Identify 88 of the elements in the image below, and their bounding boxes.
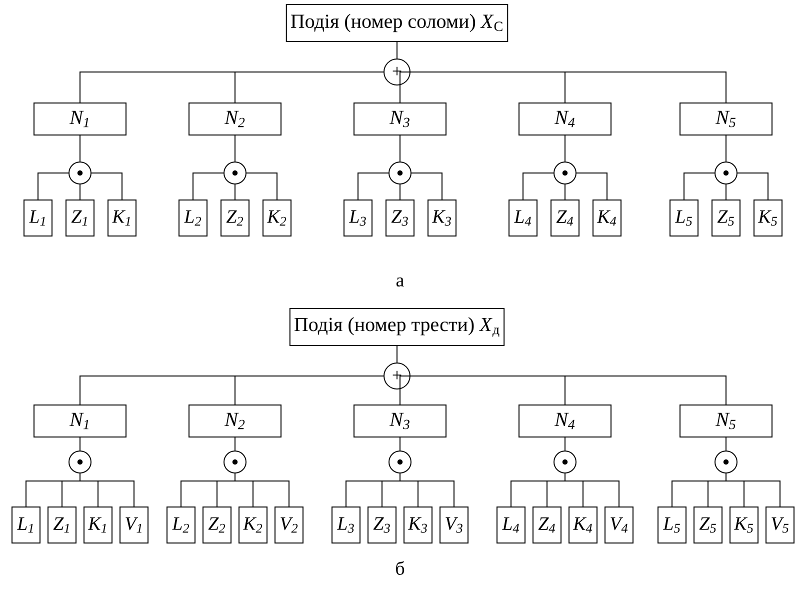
factor-box: Z$_{4}$ bbox=[550, 200, 580, 236]
connector-line bbox=[410, 376, 726, 405]
event-box: N$_{1}$ bbox=[34, 404, 126, 438]
factor-box: V$_{2}$ bbox=[274, 506, 304, 544]
event-box: N$_{3}$ bbox=[354, 102, 446, 136]
connector-line bbox=[192, 172, 224, 200]
factor-box: L$_{1}$ bbox=[12, 506, 40, 544]
factor-box: K$_{1}$ bbox=[84, 506, 112, 544]
factor-box: Z$_{2}$ bbox=[202, 506, 232, 544]
event-box: N$_{2}$ bbox=[188, 102, 282, 136]
connector-line bbox=[234, 473, 290, 507]
factor-box: L$_{3}$ bbox=[332, 506, 360, 544]
connector-line bbox=[38, 172, 69, 200]
connector-line bbox=[234, 437, 236, 451]
connector-line bbox=[564, 437, 566, 451]
factor-box: V$_{3}$ bbox=[440, 506, 468, 544]
connector-line bbox=[400, 473, 454, 507]
factor-box: L$_{4}$ bbox=[508, 200, 538, 236]
connector-line bbox=[91, 172, 122, 200]
and-circle bbox=[554, 450, 576, 474]
panel-label: б bbox=[396, 561, 404, 575]
connector-line bbox=[80, 473, 134, 507]
factor-box: Z$_{2}$ bbox=[220, 200, 250, 236]
and-circle bbox=[68, 162, 92, 184]
factor-box: K$_{2}$ bbox=[238, 506, 268, 544]
event-box: N$_{3}$ bbox=[354, 404, 446, 438]
factor-box: Z$_{4}$ bbox=[532, 506, 562, 544]
and-circle bbox=[554, 162, 576, 184]
event-box: N$_{5}$ bbox=[680, 102, 772, 136]
connector-line bbox=[358, 172, 389, 200]
factor-box: L$_{1}$ bbox=[24, 200, 52, 236]
connector-line bbox=[396, 346, 398, 363]
factor-box: K$_{5}$ bbox=[754, 200, 782, 236]
factor-box: K$_{3}$ bbox=[428, 200, 456, 236]
factor-box: Z$_{5}$ bbox=[712, 200, 740, 236]
factor-box: L$_{5}$ bbox=[670, 200, 698, 236]
factor-box: L$_{2}$ bbox=[166, 506, 196, 544]
connector-line bbox=[410, 72, 726, 103]
event-box: N$_{5}$ bbox=[680, 404, 772, 438]
factor-box: L$_{4}$ bbox=[496, 506, 526, 544]
event-box: N$_{4}$ bbox=[518, 102, 612, 136]
factor-box: L$_{3}$ bbox=[344, 200, 372, 236]
event-box: N$_{1}$ bbox=[34, 102, 126, 136]
factor-box: K$_{4}$ bbox=[592, 200, 622, 236]
and-circle bbox=[68, 450, 92, 474]
and-circle bbox=[224, 162, 246, 184]
factor-box: K$_{1}$ bbox=[108, 200, 136, 236]
factor-box: K$_{5}$ bbox=[730, 506, 758, 544]
connector-line bbox=[396, 42, 398, 59]
connector-line bbox=[400, 376, 411, 405]
title-box: Подія (номер соломи) X$_{C}$ bbox=[286, 4, 508, 42]
factor-box: L$_{5}$ bbox=[658, 506, 686, 544]
connector-line bbox=[234, 184, 236, 200]
connector-line bbox=[684, 172, 715, 200]
and-circle bbox=[714, 162, 738, 184]
and-circle bbox=[388, 162, 412, 184]
factor-box: K$_{2}$ bbox=[262, 200, 292, 236]
connector-line bbox=[564, 184, 566, 200]
connector-line bbox=[246, 172, 278, 200]
factor-box: Z$_{5}$ bbox=[694, 506, 722, 544]
connector-line bbox=[737, 172, 768, 200]
connector-line bbox=[564, 135, 566, 162]
factor-box: Z$_{3}$ bbox=[386, 200, 414, 236]
event-box: N$_{2}$ bbox=[188, 404, 282, 438]
factor-box: V$_{5}$ bbox=[766, 506, 794, 544]
connector-line bbox=[400, 72, 411, 103]
connector-line bbox=[726, 473, 780, 507]
title-box: Подія (номер трести) X$_{д}$ bbox=[289, 308, 505, 346]
factor-box: V$_{4}$ bbox=[604, 506, 634, 544]
connector-line bbox=[234, 72, 384, 103]
event-box: N$_{4}$ bbox=[518, 404, 612, 438]
panel-label: а bbox=[396, 277, 404, 287]
factor-box: Z$_{1}$ bbox=[48, 506, 76, 544]
factor-box: Z$_{3}$ bbox=[368, 506, 396, 544]
connector-line bbox=[522, 172, 554, 200]
connector-line bbox=[234, 135, 236, 162]
and-circle bbox=[388, 450, 412, 474]
factor-box: V$_{1}$ bbox=[120, 506, 148, 544]
and-circle bbox=[714, 450, 738, 474]
factor-box: K$_{3}$ bbox=[404, 506, 432, 544]
factor-box: Z$_{1}$ bbox=[66, 200, 94, 236]
factor-box: K$_{4}$ bbox=[568, 506, 598, 544]
connector-line bbox=[411, 172, 442, 200]
factor-box: L$_{2}$ bbox=[178, 200, 208, 236]
connector-line bbox=[576, 172, 608, 200]
and-circle bbox=[224, 450, 246, 474]
connector-line bbox=[564, 473, 620, 507]
connector-line bbox=[234, 376, 384, 405]
